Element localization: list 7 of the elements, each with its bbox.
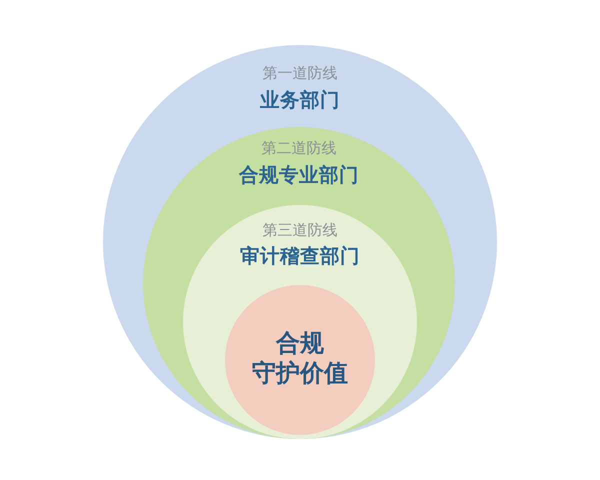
department-label: 合规专业部门 bbox=[239, 163, 359, 187]
line-label: 第二道防线 bbox=[262, 139, 336, 157]
line-label: 第一道防线 bbox=[262, 64, 338, 82]
line-label: 第三道防线 bbox=[262, 221, 338, 239]
department-label: 审计稽查部门 bbox=[240, 244, 360, 268]
center-label: 合规守护价值 bbox=[251, 328, 349, 388]
department-label: 业务部门 bbox=[260, 88, 340, 112]
